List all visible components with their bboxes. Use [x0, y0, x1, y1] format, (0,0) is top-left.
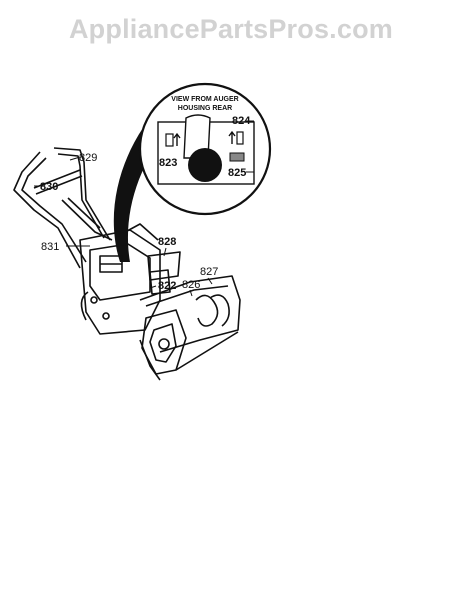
- left-decal: [165, 133, 174, 147]
- snowblower-illustration: [13, 147, 241, 381]
- inset-view: VIEW FROM AUGER HOUSING REAR 824 823 825: [138, 82, 272, 216]
- label-824: 824: [232, 115, 251, 127]
- part-labels: 829 830 831 828 822 826 827: [34, 152, 218, 297]
- label-823: 823: [159, 157, 177, 169]
- label-826: 826: [182, 279, 200, 291]
- label-827: 827: [200, 266, 218, 278]
- label-828: 828: [158, 236, 176, 248]
- arrow-up-left-icon: [173, 132, 181, 146]
- inset-caption-line1: VIEW FROM AUGER: [171, 96, 238, 103]
- watermark: AppliancePartsPros.com: [68, 14, 393, 44]
- hatched-decal: [229, 152, 245, 162]
- callout-wedge: [113, 118, 170, 262]
- right-decal: [236, 131, 244, 145]
- arrow-up-right-icon: [228, 130, 236, 144]
- inset-opening: [188, 148, 222, 182]
- label-831: 831: [41, 241, 59, 253]
- label-825: 825: [228, 167, 246, 179]
- label-829: 829: [79, 152, 97, 164]
- inset-caption-line2: HOUSING REAR: [178, 105, 232, 112]
- label-830: 830: [40, 181, 58, 193]
- label-822: 822: [158, 280, 176, 292]
